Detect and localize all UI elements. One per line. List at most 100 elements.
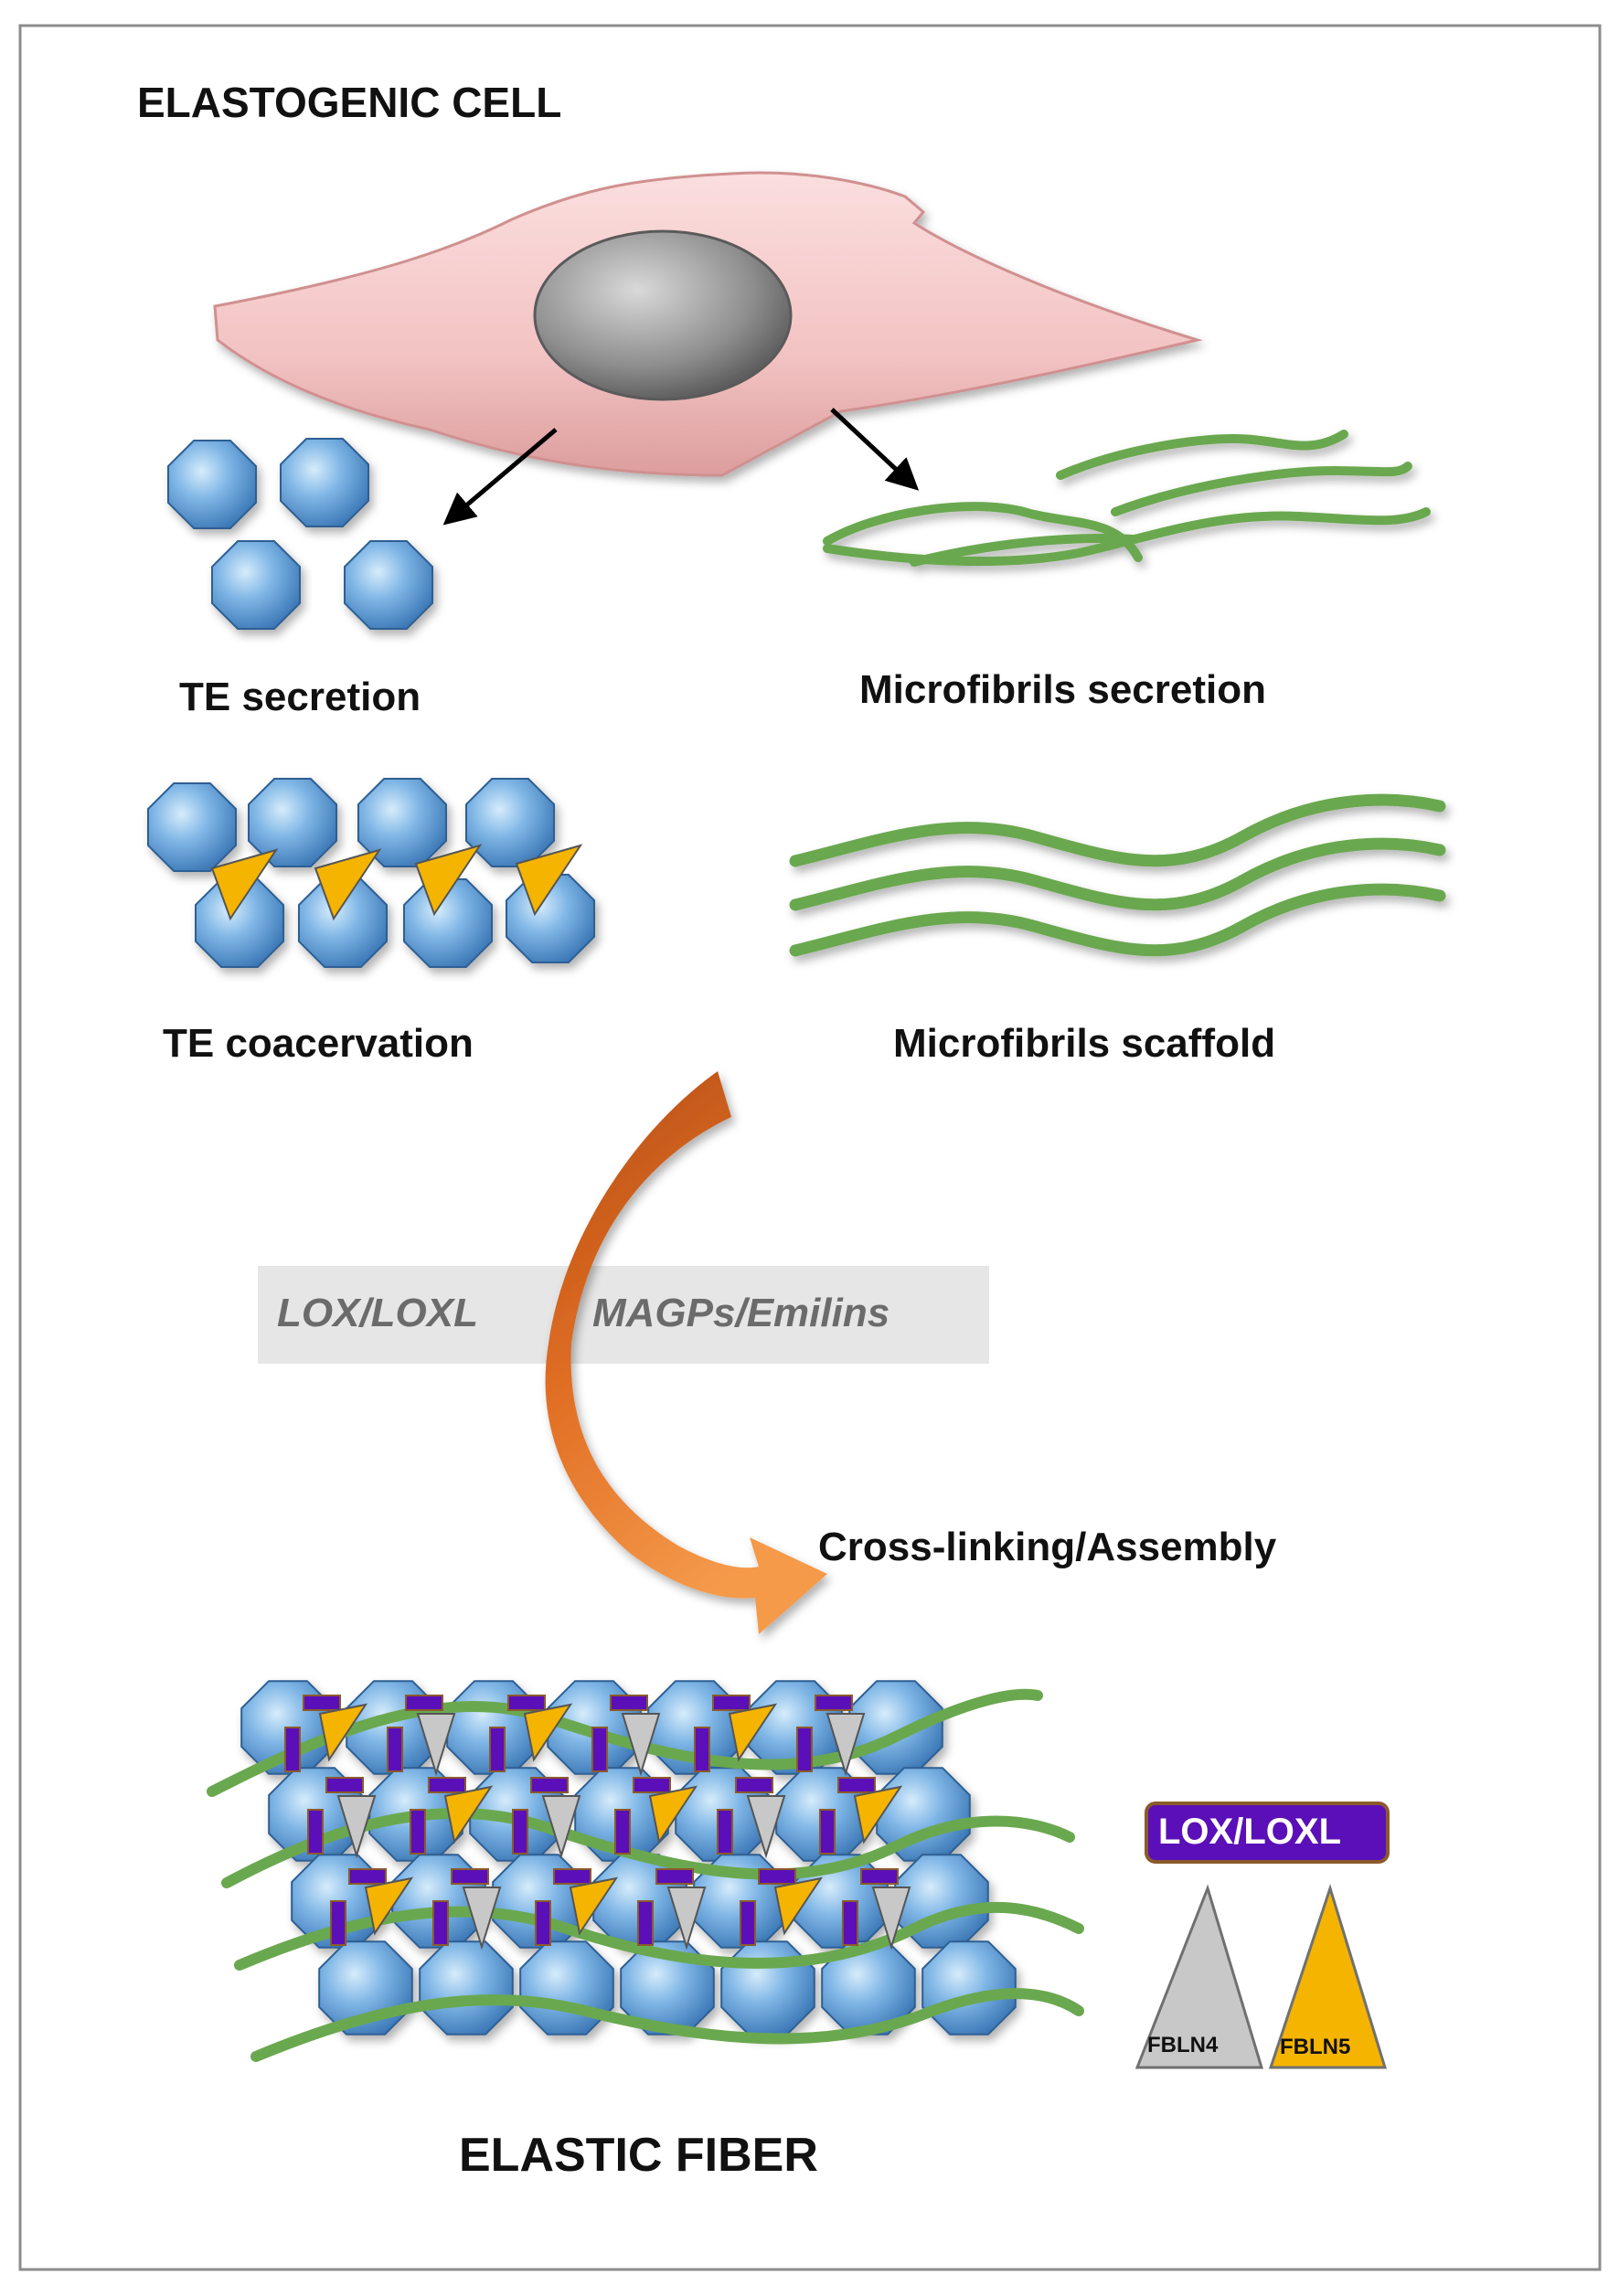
tropoelastin-bead bbox=[280, 438, 369, 527]
elastic-fiber bbox=[207, 1680, 1084, 2062]
fbln5-linker bbox=[523, 1703, 573, 1762]
lox-crosslink bbox=[507, 1695, 546, 1711]
microfibril bbox=[250, 1988, 1084, 2062]
microfibril bbox=[1056, 430, 1348, 480]
factors-panel bbox=[258, 1266, 989, 1364]
lox-crosslink bbox=[796, 1727, 813, 1772]
lox-crosslink bbox=[428, 1777, 466, 1793]
lox-crosslink bbox=[735, 1777, 773, 1793]
lox-crosslink bbox=[717, 1809, 733, 1855]
fbln5-linker bbox=[210, 848, 279, 921]
fbln4-linker bbox=[541, 1795, 581, 1859]
fbln5-linker bbox=[364, 1876, 414, 1936]
fbln5-linker bbox=[728, 1703, 778, 1762]
fbln4-linker bbox=[871, 1887, 911, 1951]
elastic-fiber-label: ELASTIC FIBER bbox=[459, 2129, 818, 2182]
lox-crosslink bbox=[610, 1695, 648, 1711]
legend bbox=[1134, 1802, 1390, 2069]
lox-crosslink bbox=[740, 1900, 756, 1946]
tropoelastin-bead bbox=[403, 878, 493, 968]
cross-linking-label: Cross-linking/Assembly bbox=[818, 1525, 1277, 1569]
magps-emilins-factor: MAGPs/Emilins bbox=[592, 1291, 890, 1335]
lox-crosslink bbox=[410, 1809, 426, 1855]
fbln4-linker bbox=[825, 1713, 866, 1777]
fbln5-linker bbox=[515, 844, 583, 917]
microfibril bbox=[823, 502, 1143, 562]
lox-crosslink bbox=[553, 1868, 591, 1885]
microfibrils-secretion-arrow bbox=[830, 408, 920, 491]
elastogenic-cell bbox=[213, 171, 1203, 477]
lox-crosslink bbox=[837, 1777, 876, 1793]
lox-crosslink bbox=[348, 1868, 387, 1885]
microfibril bbox=[823, 507, 1431, 567]
lox-crosslink bbox=[387, 1727, 403, 1772]
title: ELASTOGENIC CELL bbox=[137, 79, 562, 126]
fbln4-linker bbox=[416, 1713, 456, 1777]
tropoelastin-bead bbox=[298, 878, 388, 968]
te-secretion-label: TE secretion bbox=[179, 675, 421, 719]
fbln5-linker bbox=[414, 844, 483, 917]
te-secretion-beads bbox=[167, 438, 433, 630]
microfibril bbox=[910, 534, 1138, 567]
fbln4-linker bbox=[621, 1713, 661, 1777]
fbln4-linker bbox=[336, 1795, 377, 1859]
microfibril bbox=[234, 1901, 1084, 1971]
tropoelastin-bead bbox=[147, 782, 237, 872]
lox-crosslink bbox=[712, 1695, 751, 1711]
te-secretion-arrow bbox=[442, 428, 558, 526]
tropoelastin-bead bbox=[720, 1940, 815, 2036]
tropoelastin-bead bbox=[519, 1940, 614, 2036]
lox-crosslink bbox=[330, 1900, 346, 1946]
fbln5-linker bbox=[569, 1876, 619, 1936]
lox-crosslink bbox=[819, 1809, 836, 1855]
lox-crosslink bbox=[591, 1727, 608, 1772]
fbln4-linker bbox=[462, 1887, 502, 1951]
lox-crosslink bbox=[637, 1900, 654, 1946]
tropoelastin-bead bbox=[344, 540, 433, 630]
lox-crosslink bbox=[489, 1727, 506, 1772]
lox-crosslink bbox=[405, 1695, 443, 1711]
fbln4-linker bbox=[666, 1887, 707, 1951]
fbln5-linker bbox=[853, 1785, 903, 1844]
te-coacervation bbox=[147, 778, 595, 968]
tropoelastin-bead bbox=[848, 1680, 943, 1775]
tropoelastin-bead bbox=[419, 1940, 514, 2036]
tropoelastin-bead bbox=[167, 440, 257, 529]
lox-crosslink bbox=[307, 1809, 324, 1855]
legend-lox-label: LOX/LOXL bbox=[1158, 1812, 1341, 1852]
microfibrils-scaffold bbox=[789, 793, 1446, 957]
microfibril bbox=[789, 883, 1446, 957]
lox-crosslink bbox=[432, 1900, 449, 1946]
lox-crosslink bbox=[860, 1868, 899, 1885]
lox-crosslink bbox=[284, 1727, 301, 1772]
lox-crosslink bbox=[815, 1695, 853, 1711]
cross-linking-arrow bbox=[545, 1071, 827, 1634]
fbln5-linker bbox=[648, 1785, 698, 1844]
microfibril bbox=[789, 793, 1446, 867]
tropoelastin-bead bbox=[211, 540, 301, 630]
lox-crosslink bbox=[614, 1809, 631, 1855]
microfibril bbox=[221, 1807, 1075, 1888]
lox-crosslink bbox=[842, 1900, 858, 1946]
legend-lox-box bbox=[1145, 1802, 1390, 1864]
lox-crosslink bbox=[655, 1868, 694, 1885]
tropoelastin-bead bbox=[357, 778, 447, 867]
tropoelastin-bead bbox=[195, 878, 284, 968]
lox-loxl-factor: LOX/LOXL bbox=[277, 1291, 478, 1335]
legend-fbln4-label: FBLN4 bbox=[1147, 2033, 1219, 2057]
lox-crosslink bbox=[694, 1727, 710, 1772]
legend-fbln5-triangle bbox=[1268, 1884, 1388, 2069]
fbln5-linker bbox=[773, 1876, 824, 1936]
microfibril bbox=[789, 837, 1446, 911]
lox-crosslink bbox=[303, 1695, 341, 1711]
microfibrils-secretion-label: Microfibrils secretion bbox=[859, 667, 1267, 712]
microfibrils-secretion-fibers bbox=[823, 430, 1431, 567]
microfibrils-scaffold-label: Microfibrils scaffold bbox=[893, 1021, 1276, 1066]
lox-crosslink bbox=[530, 1777, 569, 1793]
tropoelastin-bead bbox=[465, 778, 555, 867]
fbln4-linker bbox=[746, 1795, 786, 1859]
lox-crosslink bbox=[325, 1777, 364, 1793]
tropoelastin-bead bbox=[921, 1940, 1017, 2036]
te-coacervation-label: TE coacervation bbox=[163, 1021, 474, 1066]
